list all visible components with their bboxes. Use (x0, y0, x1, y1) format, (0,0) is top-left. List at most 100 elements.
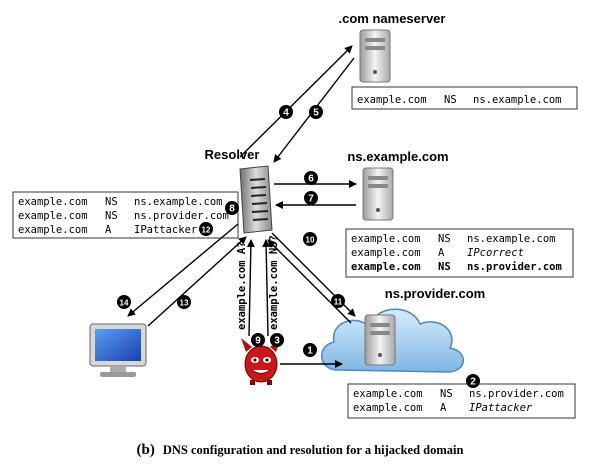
resolver-label: Resolver (205, 147, 260, 162)
record-name: example.com (351, 261, 421, 273)
caption: (b) DNS configuration and resolution for… (137, 441, 464, 458)
record-type: A (105, 224, 112, 236)
record-type: NS (440, 388, 453, 400)
step-badge-12: 12 (199, 222, 213, 236)
step-badge-number: 1 (307, 346, 313, 357)
ns-example-server: ns.example.com (347, 149, 449, 221)
step-badge-circle (251, 333, 265, 347)
record-value: ns.example.com (467, 233, 556, 245)
step-badge-number: 2 (470, 377, 476, 388)
svg-text:(b) DNS configuration an: (b) DNS configuration and resolution for… (137, 441, 464, 458)
step-badge-circle (270, 333, 284, 347)
ns-provider-label: ns.provider.com (385, 286, 485, 301)
dns-record-row: example.com NS ns.provider.com (353, 388, 564, 400)
record-type: NS (438, 261, 451, 273)
step-badge-7: 7 (304, 191, 318, 205)
dns-record-row: example.com NS ns.example.com (351, 233, 556, 245)
record-name: example.com (18, 210, 88, 222)
com-nameserver-label: .com nameserver (339, 11, 446, 26)
record-value: ns.example.com (134, 196, 223, 208)
step-badge-number: 11 (334, 298, 343, 307)
ns-provider-server: ns.provider.com (321, 286, 485, 373)
server-icon (364, 314, 396, 366)
step-badge-11: 11 (331, 294, 345, 308)
step-badge-number: 9 (255, 336, 261, 347)
step-badge-circle (279, 105, 293, 119)
record-name: example.com (353, 388, 423, 400)
record-name: example.com (351, 233, 421, 245)
step-badge-6: 6 (304, 171, 318, 185)
step-badge-circle (331, 294, 345, 308)
client-computer-icon (89, 323, 147, 377)
arrows (127, 45, 357, 368)
ns-query-label: example.com NS? (268, 235, 280, 330)
resolver-server-icon (239, 165, 273, 234)
dns-record-row: example.com NS ns.provider.com (351, 261, 562, 273)
arrow-13 (147, 236, 247, 327)
record-value: ns.example.com (473, 94, 562, 106)
dns-record-row: example.com A IPattacker (18, 224, 197, 236)
step-badge-circle (199, 222, 213, 236)
step-badge-circle (466, 374, 480, 388)
com-records-box: example.com NS ns.example.com (351, 86, 578, 110)
caption-label: (b) (137, 442, 155, 458)
record-type: A (438, 247, 445, 259)
record-value: ns.provider.com (469, 388, 564, 400)
step-badge-number: 8 (229, 204, 235, 215)
step-badge-13: 13 (177, 295, 191, 309)
step-badge-5: 5 (309, 105, 323, 119)
server-icon (362, 167, 394, 221)
record-name: example.com (357, 94, 427, 106)
record-value: ns.provider.com (134, 210, 229, 222)
record-name: example.com (353, 402, 423, 414)
step-badge-4: 4 (279, 105, 293, 119)
step-badge-number: 12 (202, 226, 211, 235)
step-badge-10: 10 (303, 232, 317, 246)
a-query-label: example.com A? (236, 241, 248, 330)
step-badge-2: 2 (466, 374, 480, 388)
dns-record-row: example.com NS ns.example.com (18, 196, 223, 208)
step-badge-circle (225, 201, 239, 215)
arrow-3 (262, 239, 271, 337)
dns-record-row: example.com A IPcorrect (351, 247, 524, 259)
arrow-14 (127, 223, 239, 317)
arrow-9 (246, 239, 255, 337)
step-badge-number: 13 (180, 299, 189, 308)
record-value: IPattacker (469, 402, 533, 414)
step-badge-number: 10 (306, 236, 315, 245)
record-name: example.com (18, 196, 88, 208)
record-type: NS (444, 94, 457, 106)
step-badge-circle (117, 295, 131, 309)
record-value: ns.provider.com (467, 261, 562, 273)
step-badge-3: 3 (270, 333, 284, 347)
record-type: NS (105, 196, 118, 208)
step-badge-circle (309, 105, 323, 119)
record-type: A (440, 402, 447, 414)
step-badge-number: 5 (313, 108, 319, 119)
step-badge-1: 1 (303, 343, 317, 357)
step-badge-circle (304, 191, 318, 205)
dns-record-row: example.com A IPattacker (353, 402, 533, 414)
step-badge-8: 8 (225, 201, 239, 215)
record-value: IPattacker (134, 224, 197, 236)
record-name: example.com (18, 224, 88, 236)
record-type: NS (438, 233, 451, 245)
step-badge-circle (304, 171, 318, 185)
record-name: example.com (351, 247, 421, 259)
step-badge-circle (303, 232, 317, 246)
step-badge-number: 3 (274, 336, 280, 347)
step-badge-number: 6 (308, 174, 314, 185)
step-badge-9: 9 (251, 333, 265, 347)
step-badge-number: 4 (283, 108, 289, 119)
arrow-11 (267, 239, 352, 324)
arrow-4 (239, 45, 353, 158)
dns-record-row: example.com NS ns.example.com (357, 94, 562, 106)
step-badge-circle (303, 343, 317, 357)
step-badge-number: 14 (120, 299, 129, 308)
record-value: IPcorrect (467, 247, 524, 259)
